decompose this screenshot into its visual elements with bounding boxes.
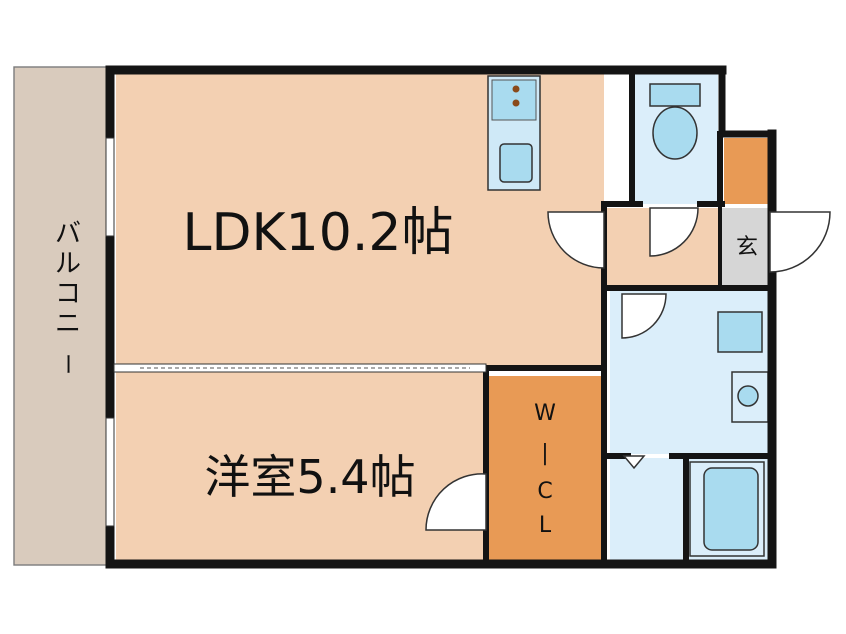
- balcony-char: バ: [55, 219, 81, 249]
- doors: [425, 207, 831, 531]
- balcony-char: ー: [54, 353, 79, 375]
- wcl-char: C: [537, 479, 552, 504]
- sliding-partition: [113, 363, 487, 373]
- window: [105, 137, 115, 237]
- shoe-closet: [724, 138, 772, 204]
- entrance-label: 玄: [736, 235, 758, 260]
- burner-icon: [512, 99, 520, 107]
- kitchen-sink: [499, 143, 533, 183]
- balcony: [13, 66, 109, 566]
- burner-icon: [512, 85, 520, 93]
- balcony-char: コ: [55, 279, 81, 309]
- balcony-label: バ ル コ ニ ー: [54, 219, 81, 375]
- toilet-tank: [649, 83, 701, 107]
- wcl-char: L: [539, 513, 552, 538]
- wash-basin: [717, 311, 763, 353]
- balcony-char: ル: [55, 249, 81, 279]
- toilet-bowl-icon: [652, 106, 698, 160]
- washing-machine-icon: [737, 385, 759, 407]
- bathtub-basin: [703, 467, 759, 551]
- stove-top: [491, 79, 537, 121]
- wcl-char: |: [541, 441, 548, 466]
- wcl-label: W | C L: [534, 401, 556, 538]
- western-room-label: 洋室5.4帖: [204, 450, 415, 504]
- western-room: [116, 372, 486, 560]
- ldk-label: LDK10.2帖: [183, 203, 454, 263]
- balcony-char: ニ: [55, 309, 81, 339]
- wcl-char: W: [534, 401, 556, 426]
- window: [105, 417, 115, 527]
- walk-in-closet: [488, 376, 602, 560]
- entrance-area: [722, 208, 772, 286]
